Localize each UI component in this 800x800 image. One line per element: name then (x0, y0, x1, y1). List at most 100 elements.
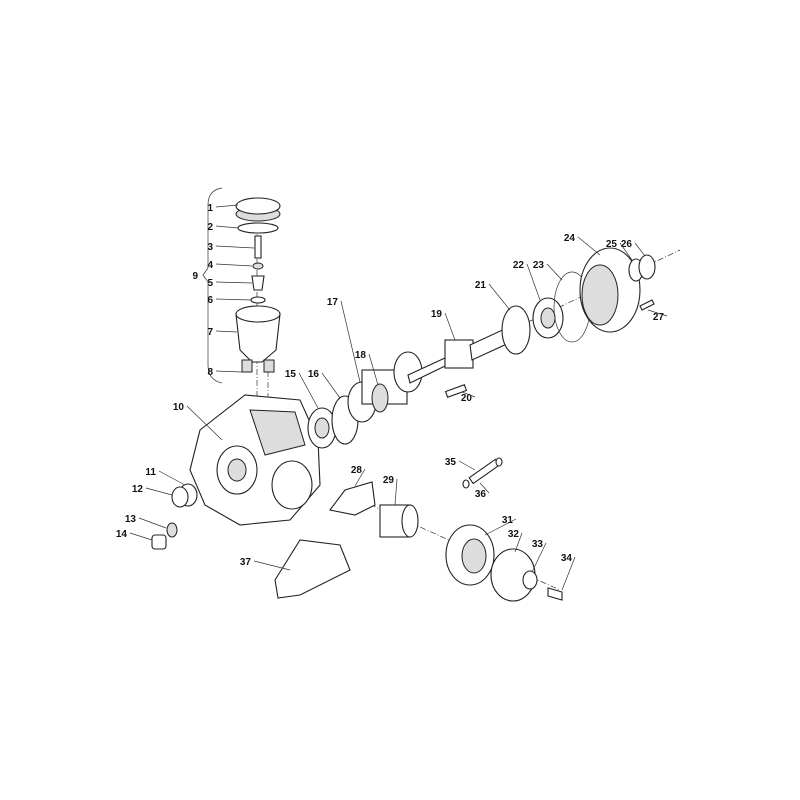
leader-line-23 (546, 263, 563, 281)
leader-line-35 (458, 460, 476, 471)
part-label-26: 26 (621, 239, 633, 250)
leader-line-15 (298, 372, 319, 409)
part-label-18: 18 (355, 350, 367, 361)
part-oring-6 (250, 296, 266, 304)
part-bolt-34 (547, 587, 563, 601)
leader-line-10 (186, 405, 223, 441)
leader-line-4 (215, 263, 253, 267)
leader-line-33 (531, 542, 547, 573)
part-label-17: 17 (327, 297, 339, 308)
part-screw-3 (254, 235, 262, 259)
part-ring-36b (495, 457, 503, 467)
part-bracket-28 (329, 481, 376, 516)
part-label-35: 35 (445, 457, 457, 468)
part-valve-5 (251, 275, 265, 291)
part-label-5: 5 (207, 278, 213, 289)
part-label-14: 14 (116, 529, 128, 540)
part-label-21: 21 (475, 280, 487, 291)
part-label-15: 15 (285, 369, 297, 380)
leader-line-3 (215, 245, 255, 249)
leader-line-12 (145, 487, 173, 496)
leader-line-22 (526, 263, 541, 301)
part-label-1: 1 (207, 203, 213, 214)
part-label-37: 37 (240, 557, 252, 568)
part-disc-21 (501, 305, 531, 355)
part-support-37 (274, 539, 351, 599)
leader-line-5 (215, 281, 253, 284)
part-cap (235, 197, 281, 222)
group-brace (202, 187, 223, 384)
part-label-33: 33 (532, 539, 544, 550)
leader-line-20 (461, 391, 476, 398)
part-housing-10 (189, 394, 321, 526)
part-flange-24 (579, 247, 641, 333)
leader-line-32 (514, 532, 523, 553)
part-label-4: 4 (207, 260, 213, 271)
part-label-28: 28 (351, 465, 363, 476)
leader-line-25 (619, 242, 633, 261)
leader-line-1 (215, 204, 239, 208)
part-label-29: 29 (383, 475, 395, 486)
leader-line-27 (647, 309, 668, 317)
leader-line-18 (368, 353, 379, 386)
leader-line-17 (340, 300, 361, 383)
part-label-16: 16 (308, 369, 320, 380)
leader-line-31 (484, 518, 517, 536)
group-label-9: 9 (192, 271, 198, 282)
part-pin-35 (468, 458, 501, 485)
part-label-32: 32 (508, 529, 520, 540)
part-washer-13 (166, 522, 178, 538)
part-diaphragm-31 (445, 524, 495, 586)
part-label-13: 13 (125, 514, 137, 525)
part-bearing-22 (532, 297, 564, 339)
part-label-34: 34 (561, 553, 573, 564)
part-plug-14 (151, 534, 167, 550)
leader-line-8 (215, 370, 243, 373)
part-label-2: 2 (207, 222, 213, 233)
part-label-3: 3 (207, 242, 213, 253)
part-label-10: 10 (173, 402, 185, 413)
leader-line-28 (354, 468, 366, 487)
part-label-23: 23 (533, 260, 545, 271)
leader-line-14 (129, 532, 153, 541)
part-label-7: 7 (207, 327, 213, 338)
leader-line-16 (321, 372, 341, 399)
part-bowl-7 (235, 305, 281, 373)
part-label-31: 31 (502, 515, 514, 526)
part-oring-2 (237, 222, 279, 234)
part-label-27: 27 (653, 312, 665, 323)
part-label-11: 11 (145, 467, 156, 478)
leader-line-29 (394, 478, 398, 506)
part-label-19: 19 (431, 309, 443, 320)
part-label-25: 25 (606, 239, 618, 250)
leader-line-19 (444, 312, 456, 341)
part-bolt-27 (639, 299, 655, 311)
part-ring-12 (171, 486, 189, 508)
part-label-24: 24 (564, 233, 576, 244)
leader-line-24 (577, 236, 601, 256)
part-bearing-15 (307, 407, 337, 449)
part-label-12: 12 (132, 484, 144, 495)
part-piston-29 (379, 504, 419, 538)
leader-line-11 (158, 470, 186, 486)
part-ring-26 (638, 254, 656, 280)
part-gear-18 (371, 383, 389, 413)
part-camshaft-17 (347, 351, 446, 423)
leader-line-13 (138, 517, 167, 529)
part-label-36: 36 (475, 489, 487, 500)
leader-line-36 (479, 482, 490, 494)
part-washer-33 (522, 570, 538, 590)
leader-line-34 (561, 556, 576, 591)
leader-lines (129, 204, 668, 591)
leader-line-2 (215, 225, 239, 229)
part-label-8: 8 (207, 367, 213, 378)
leader-line-21 (488, 283, 511, 311)
part-label-22: 22 (513, 260, 525, 271)
leader-line-6 (215, 298, 252, 301)
part-key-20 (444, 384, 468, 398)
part-label-6: 6 (207, 295, 213, 306)
leader-line-26 (634, 242, 646, 257)
